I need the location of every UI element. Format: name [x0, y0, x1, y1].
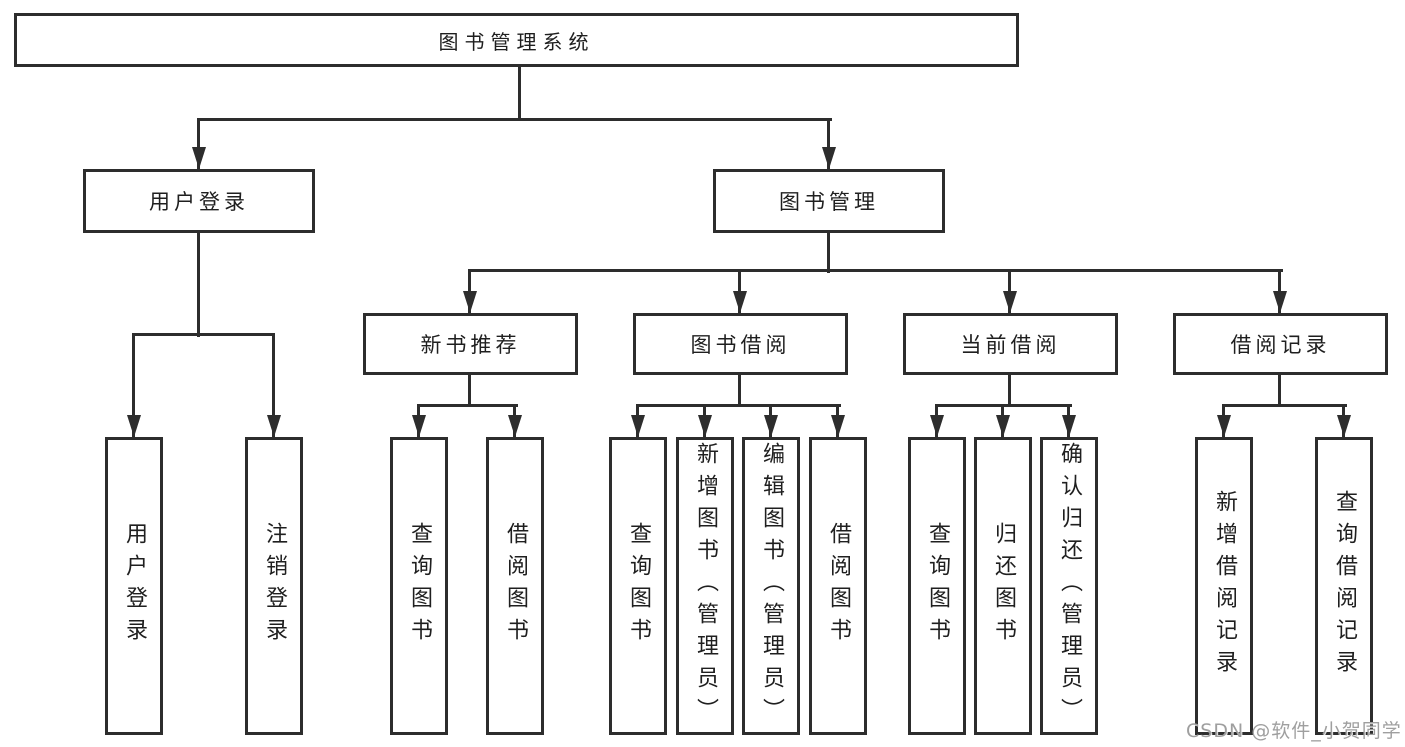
leaf-confirm-return-admin: 确认归还（管理员） — [1040, 437, 1098, 735]
arrowhead-leaf-user-login — [127, 415, 141, 437]
node-root-label: 图书管理系统 — [438, 29, 595, 54]
arrowhead-leaf-add-record — [1217, 415, 1231, 437]
node-new-book-recommend: 新书推荐 — [363, 313, 578, 375]
leaf-confirm-return-admin-label: 确认归还（管理员） — [1057, 442, 1082, 730]
arrowhead-leaf-borrow-books-1 — [508, 415, 522, 437]
leaf-add-borrow-record: 新增借阅记录 — [1195, 437, 1253, 735]
arrowhead-book-borrow — [733, 291, 747, 313]
csdn-watermark: CSDN @软件_小贺同学 — [1186, 720, 1402, 742]
leaf-query-books-2-label: 查询图书 — [626, 522, 651, 650]
arrowhead-leaf-logout — [267, 415, 281, 437]
leaf-add-books-admin: 新增图书（管理员） — [676, 437, 734, 735]
connector-userlogin-trunk — [197, 233, 200, 337]
connector-root-drop-right — [827, 118, 830, 169]
arrowhead-leaf-add-books — [698, 415, 712, 437]
connector-root-bar — [197, 118, 832, 121]
arrowhead-leaf-edit-books — [764, 415, 778, 437]
connector-userlogin-drop-2 — [272, 333, 275, 437]
connector-bookmgmt-trunk — [827, 233, 830, 273]
connector-newbook-bar — [417, 404, 518, 407]
arrowhead-current-borrow — [1003, 291, 1017, 313]
node-book-borrow-label: 图书借阅 — [690, 333, 791, 357]
leaf-edit-books-admin: 编辑图书（管理员） — [742, 437, 800, 735]
arrowhead-borrow-records — [1273, 291, 1287, 313]
leaf-query-books-3-label: 查询图书 — [925, 522, 950, 650]
leaf-query-books-3: 查询图书 — [908, 437, 966, 735]
node-book-management-label: 图书管理 — [779, 190, 879, 214]
node-borrow-records-label: 借阅记录 — [1230, 333, 1331, 357]
leaf-query-borrow-record: 查询借阅记录 — [1315, 437, 1373, 735]
arrowhead-new-book-recommend — [463, 291, 477, 313]
leaf-logout-label: 注销登录 — [262, 522, 287, 650]
connector-root-trunk — [518, 67, 521, 120]
arrowhead-leaf-borrow-books-2 — [831, 415, 845, 437]
connector-bookmgmt-bar — [468, 269, 1283, 272]
node-borrow-records: 借阅记录 — [1173, 313, 1388, 375]
node-user-login: 用户登录 — [83, 169, 315, 233]
connector-records-trunk — [1278, 375, 1281, 407]
leaf-borrow-books-2: 借阅图书 — [809, 437, 867, 735]
arrowhead-leaf-query-books-2 — [631, 415, 645, 437]
arrowhead-leaf-query-books-1 — [412, 415, 426, 437]
node-user-login-label: 用户登录 — [149, 190, 249, 214]
leaf-return-books: 归还图书 — [974, 437, 1032, 735]
connector-bookborrow-trunk — [738, 375, 741, 407]
leaf-borrow-books-1: 借阅图书 — [486, 437, 544, 735]
leaf-query-books-1: 查询图书 — [390, 437, 448, 735]
arrowhead-leaf-query-record — [1337, 415, 1351, 437]
arrowhead-book-management — [822, 147, 836, 169]
leaf-user-login: 用户登录 — [105, 437, 163, 735]
node-current-borrow: 当前借阅 — [903, 313, 1118, 375]
connector-newbook-trunk — [468, 375, 471, 407]
node-book-management: 图书管理 — [713, 169, 945, 233]
connector-currentborrow-trunk — [1008, 375, 1011, 407]
node-book-borrow: 图书借阅 — [633, 313, 848, 375]
node-root: 图书管理系统 — [14, 13, 1019, 67]
leaf-return-books-label: 归还图书 — [991, 522, 1016, 650]
connector-bookborrow-bar — [636, 404, 841, 407]
leaf-query-books-1-label: 查询图书 — [407, 522, 432, 650]
leaf-logout: 注销登录 — [245, 437, 303, 735]
arrowhead-leaf-query-books-3 — [930, 415, 944, 437]
leaf-user-login-label: 用户登录 — [122, 522, 147, 650]
leaf-add-borrow-record-label: 新增借阅记录 — [1212, 490, 1237, 682]
leaf-query-borrow-record-label: 查询借阅记录 — [1332, 490, 1357, 682]
leaf-borrow-books-1-label: 借阅图书 — [503, 522, 528, 650]
connector-userlogin-drop-1 — [132, 333, 135, 437]
node-new-book-recommend-label: 新书推荐 — [420, 333, 521, 357]
leaf-edit-books-admin-label: 编辑图书（管理员） — [759, 442, 784, 730]
connector-records-bar — [1222, 404, 1347, 407]
leaf-query-books-2: 查询图书 — [609, 437, 667, 735]
leaf-borrow-books-2-label: 借阅图书 — [826, 522, 851, 650]
arrowhead-leaf-return-books — [996, 415, 1010, 437]
arrowhead-leaf-confirm-return — [1062, 415, 1076, 437]
arrowhead-user-login — [192, 147, 206, 169]
connector-userlogin-bar — [132, 333, 275, 336]
leaf-add-books-admin-label: 新增图书（管理员） — [693, 442, 718, 730]
connector-root-drop-left — [197, 118, 200, 169]
node-current-borrow-label: 当前借阅 — [960, 333, 1061, 357]
